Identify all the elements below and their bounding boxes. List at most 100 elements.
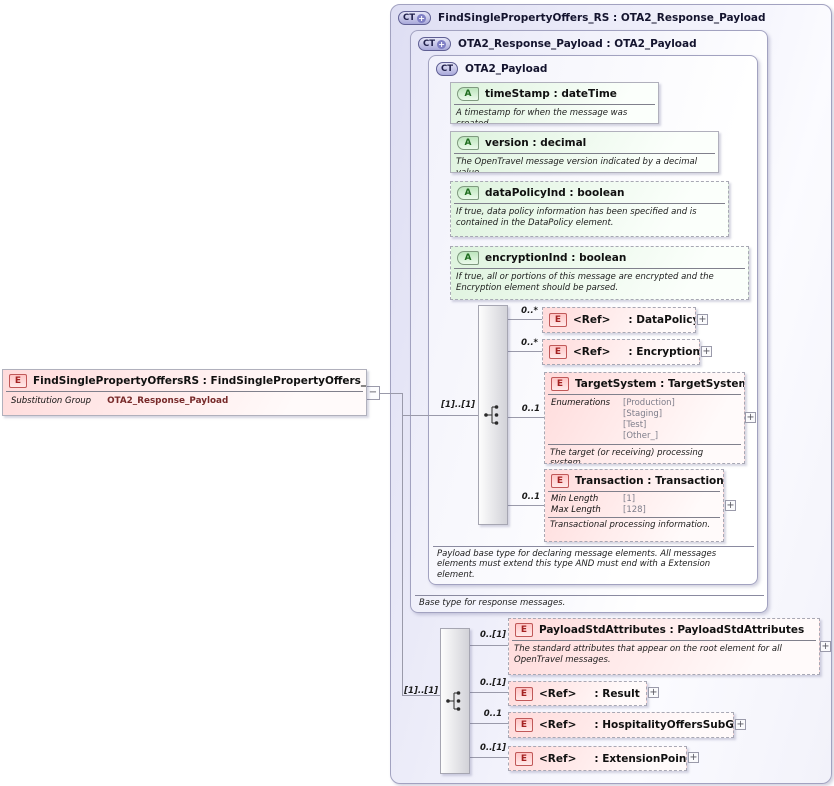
element-box-datapolicy-ref[interactable]: E <Ref> : DataPolicy (542, 307, 696, 333)
element-box-extensionpoint-ref[interactable]: E <Ref> : ExtensionPoint (508, 746, 687, 771)
element-box-targetsystem[interactable]: E TargetSystem : TargetSystem Enumeratio… (544, 372, 745, 464)
connector-line (468, 723, 508, 724)
enumeration-value: [Staging] (623, 408, 663, 419)
enumeration-value: [Production] (623, 398, 675, 408)
connector-line (506, 417, 544, 418)
sequence-compositor (478, 305, 508, 525)
attribute-name: timeStamp : dateTime (485, 88, 617, 100)
sequence-icon (446, 691, 461, 711)
facet-label: Max Length (551, 504, 601, 515)
cardinality-label: 0..[1] (479, 743, 506, 753)
attribute-box-datapolicyind[interactable]: A dataPolicyInd : boolean If true, data … (450, 181, 729, 237)
expand-button[interactable]: + (725, 500, 736, 511)
attribute-description: If true, data policy information has bee… (456, 207, 697, 228)
connector-line (402, 695, 440, 696)
expand-button[interactable]: + (745, 412, 756, 423)
divider (548, 516, 720, 518)
enumeration-value: [Test] (623, 419, 647, 430)
element-box-result-ref[interactable]: E <Ref> : Result (508, 681, 647, 706)
complextype-annotation: Payload base type for declaring message … (433, 545, 754, 581)
attribute-icon: A (457, 186, 479, 200)
complextype-title: FindSinglePropertyOffers_RS : OTA2_Respo… (438, 12, 766, 24)
attribute-name: dataPolicyInd : boolean (485, 187, 625, 199)
complextype-title: OTA2_Response_Payload : OTA2_Payload (458, 38, 697, 50)
expand-button[interactable]: + (648, 687, 659, 698)
expand-button[interactable]: + (697, 314, 708, 325)
element-name: Transaction : Transaction (575, 475, 724, 487)
attribute-icon: A (457, 251, 479, 265)
connector-line (366, 393, 402, 394)
complextype-icon: CT + (418, 37, 452, 51)
expand-button[interactable]: + (735, 719, 746, 730)
complextype-header: CT + FindSinglePropertyOffers_RS : OTA2_… (391, 5, 831, 25)
element-type: : DataPolicy (628, 314, 696, 326)
element-name: PayloadStdAttributes : PayloadStdAttribu… (539, 624, 805, 636)
element-name: <Ref> (539, 753, 577, 765)
connector-line (402, 415, 478, 416)
element-name: <Ref> (539, 688, 577, 700)
cardinality-label: [1]..[1] (441, 400, 475, 410)
sequence-icon (484, 405, 499, 425)
cardinality-label: 0..1 (521, 404, 540, 414)
element-icon: E (515, 623, 533, 637)
element-icon: E (515, 718, 533, 732)
element-icon: E (9, 374, 27, 388)
attribute-name: encryptionInd : boolean (485, 252, 627, 264)
divider (548, 443, 741, 445)
complextype-header: CT OTA2_Payload (429, 56, 757, 76)
divider (6, 391, 363, 392)
facet-label: Min Length (551, 494, 599, 504)
element-icon: E (515, 687, 533, 701)
enumeration-value: [Other_] (623, 430, 659, 441)
element-box-transaction[interactable]: E Transaction : Transaction Min Length M… (544, 469, 724, 542)
connector-line (468, 692, 508, 693)
attribute-icon: A (457, 136, 479, 150)
attribute-box-timestamp[interactable]: A timeStamp : dateTime A timestamp for w… (450, 82, 659, 124)
substitution-group-value[interactable]: OTA2_Response_Payload (107, 396, 229, 406)
attribute-description: If true, all or portions of this message… (456, 272, 714, 293)
divider (548, 491, 720, 492)
element-box-hospitalityofferssubgrp-ref[interactable]: E <Ref> : HospitalityOffersSubGrp (508, 712, 734, 738)
element-name: TargetSystem : TargetSystem (575, 378, 745, 390)
divider (548, 394, 741, 395)
complextype-icon: CT (436, 62, 459, 76)
connector-line (506, 351, 542, 352)
divider (454, 268, 745, 269)
attribute-box-encryptionind[interactable]: A encryptionInd : boolean If true, all o… (450, 246, 749, 300)
element-box-payloadstdattributes[interactable]: E PayloadStdAttributes : PayloadStdAttri… (508, 618, 820, 675)
cardinality-label: [1]..[1] (404, 686, 438, 696)
complextype-title: OTA2_Payload (465, 63, 548, 75)
expand-button[interactable]: + (701, 346, 712, 357)
complextype-icon: CT + (398, 11, 432, 25)
attribute-icon: A (457, 87, 479, 101)
element-type: : Result (594, 688, 640, 700)
attribute-name: version : decimal (485, 137, 587, 149)
substitution-group-label: Substitution Group (11, 396, 92, 406)
element-icon: E (551, 474, 569, 488)
connector-line (402, 393, 403, 696)
attribute-box-version[interactable]: A version : decimal The OpenTravel messa… (450, 131, 719, 173)
collapse-button[interactable]: − (366, 386, 380, 400)
cardinality-label: 0..* (521, 338, 538, 348)
element-type: : ExtensionPoint (594, 753, 687, 765)
element-description: The target (or receiving) processing sys… (550, 447, 704, 464)
expand-button[interactable]: + (688, 752, 699, 763)
complextype-header: CT + OTA2_Response_Payload : OTA2_Payloa… (411, 31, 767, 51)
cardinality-label: 0..[1] (479, 630, 506, 640)
element-type: : Encryption (628, 346, 700, 358)
element-box-encryption-ref[interactable]: E <Ref> : Encryption (542, 339, 700, 365)
element-box-findsinglepropertyoffersrs[interactable]: E FindSinglePropertyOffersRS : FindSingl… (2, 369, 367, 416)
divider (454, 203, 725, 204)
cardinality-label: 0..[1] (479, 678, 506, 688)
facet-labels: Min Length Max Length (551, 494, 623, 516)
expand-button[interactable]: + (820, 641, 831, 652)
element-icon: E (549, 345, 567, 359)
facet-values: [1] [128] (623, 494, 646, 516)
connector-line (468, 757, 508, 758)
divider (512, 640, 816, 641)
connector-line (468, 645, 508, 646)
element-name: <Ref> (573, 314, 611, 326)
connector-line (506, 505, 544, 506)
cardinality-label: 0..1 (483, 709, 502, 719)
